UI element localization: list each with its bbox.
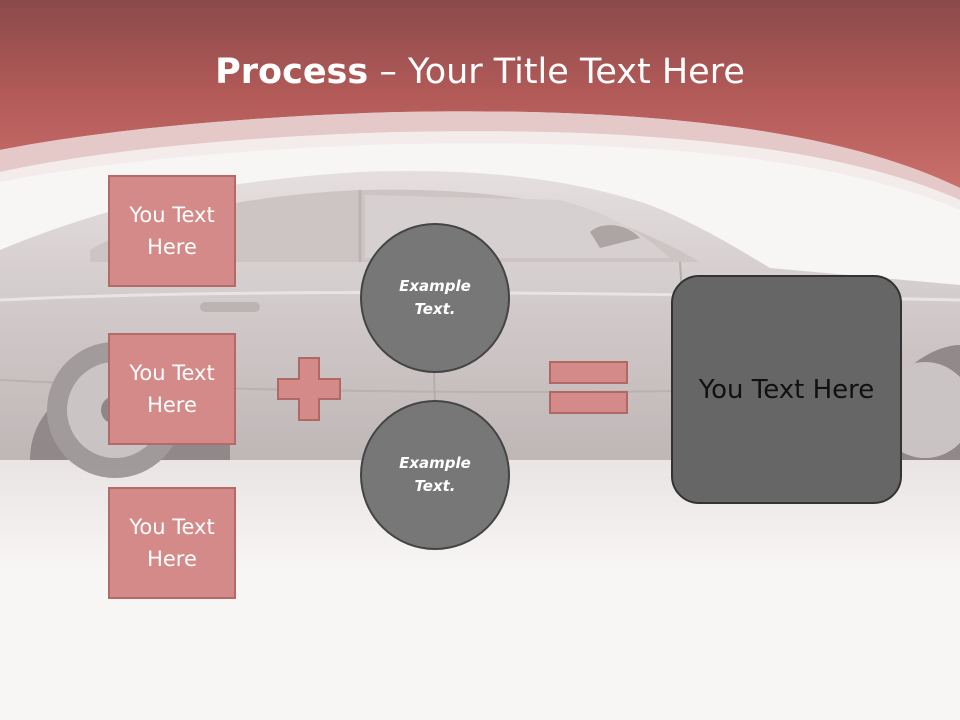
- text-box-1[interactable]: You Text Here: [108, 175, 236, 287]
- result-box[interactable]: You Text Here: [671, 275, 902, 504]
- example-circle-1[interactable]: Example Text.: [360, 223, 510, 373]
- text-box-3[interactable]: You Text Here: [108, 487, 236, 599]
- text-box-2[interactable]: You Text Here: [108, 333, 236, 445]
- equals-icon: [549, 361, 628, 414]
- title-bold: Process: [215, 52, 369, 92]
- plus-icon: [277, 357, 341, 421]
- title-rest: – Your Title Text Here: [368, 52, 745, 92]
- page-title: Process – Your Title Text Here: [0, 52, 960, 92]
- example-circle-2[interactable]: Example Text.: [360, 400, 510, 550]
